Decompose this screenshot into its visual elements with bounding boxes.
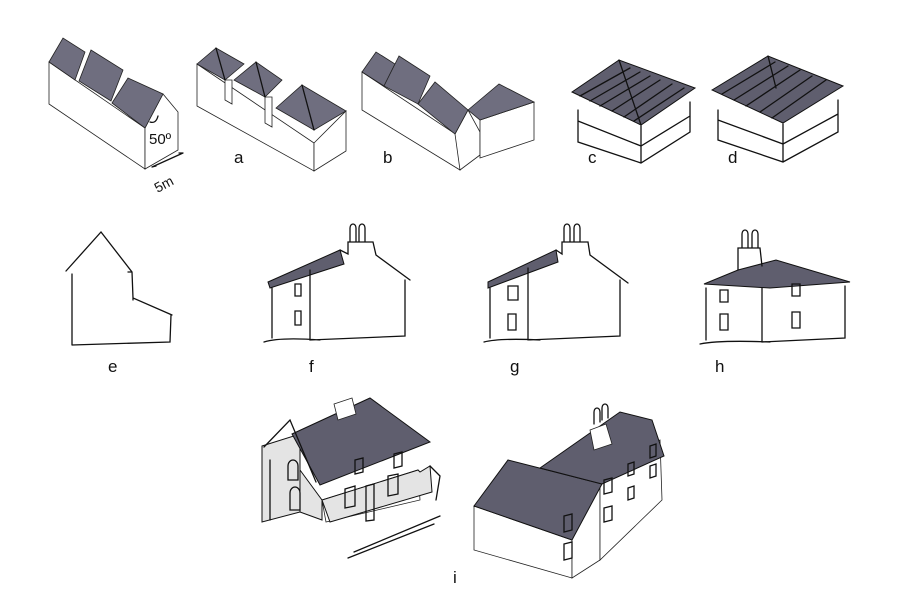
label-c: c xyxy=(588,148,597,167)
house-b xyxy=(361,51,536,171)
house-i-left-perspective xyxy=(261,397,441,559)
angle-label: 50º xyxy=(149,131,172,148)
label-d: d xyxy=(728,148,738,167)
house-e-outline xyxy=(65,230,173,346)
house-d-hipped xyxy=(710,55,845,163)
house-i-right-perspective xyxy=(473,403,665,579)
label-b: b xyxy=(383,148,393,167)
label-i: i xyxy=(453,568,457,587)
base-house-terrace xyxy=(48,37,184,170)
label-f: f xyxy=(309,357,314,376)
label-e: e xyxy=(108,357,118,376)
house-c-hipped xyxy=(570,59,697,164)
label-a: a xyxy=(234,148,244,167)
house-a xyxy=(196,47,347,172)
house-f-elevation xyxy=(263,223,411,343)
house-g-elevation xyxy=(483,223,629,343)
label-h: h xyxy=(715,357,725,376)
label-g: g xyxy=(510,357,520,376)
house-h-elevation xyxy=(699,229,851,345)
